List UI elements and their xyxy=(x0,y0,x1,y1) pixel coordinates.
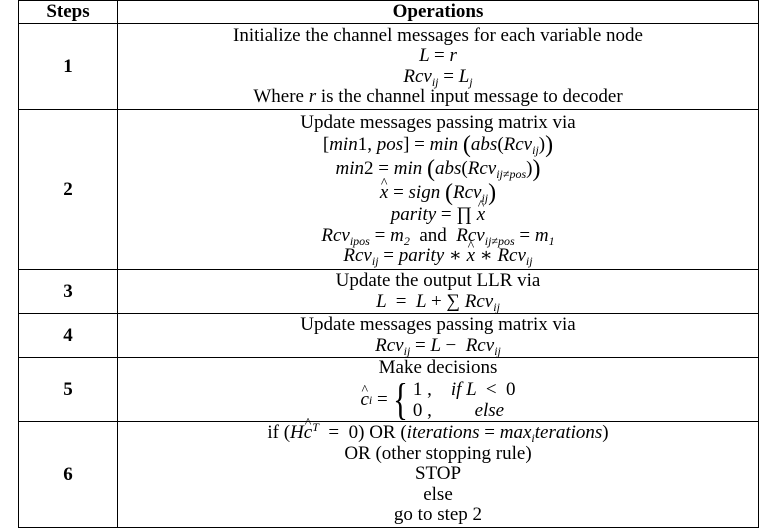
operation-line: L = r xyxy=(419,45,457,66)
operation-line: [min1, pos] = min (abs(Rcvij)) xyxy=(322,132,554,158)
operation-line: Initialize the channel messages for each… xyxy=(233,24,643,46)
operations-column-header: Operations xyxy=(117,0,759,24)
table-row: 5 Make decisions ci = { 1 , if L < 0 0 ,… xyxy=(18,357,759,422)
operation-line: Rcvipos = m2 and Rcvij≠pos = m1 xyxy=(321,224,555,248)
table-row: 1 Initialize the channel messages for ea… xyxy=(18,23,759,110)
operation-line: else xyxy=(423,483,453,505)
operation-line: Make decisions xyxy=(378,357,498,379)
algorithm-steps-table: Steps Operations 1 Initialize the channe… xyxy=(18,0,759,528)
operation-line: Rcvij = parity ∗ x ∗ Rcvij xyxy=(118,237,758,267)
table-row: 3 Update the output LLR via L = L + ∑ Rc… xyxy=(18,269,759,314)
step-operations: Make decisions ci = { 1 , if L < 0 0 , e… xyxy=(117,357,759,422)
decision-cases: ci = { 1 , if L < 0 0 , else xyxy=(360,377,515,421)
step-operations: Update messages passing matrix via Rcvij… xyxy=(117,313,759,358)
step-number: 6 xyxy=(18,421,118,528)
operation-line: Update messages passing matrix via xyxy=(300,111,576,133)
step-operations: Update the output LLR via L = L + ∑ Rcvi… xyxy=(117,269,759,314)
step-number: 5 xyxy=(18,357,118,422)
step-operations: Update messages passing matrix via [min1… xyxy=(117,109,759,270)
operation-line: STOP xyxy=(414,463,462,485)
operation-line: ci = { 1 , if L < 0 0 , else xyxy=(118,377,758,421)
table-row: 6 if (HcT = 0) OR (iterations = maxitera… xyxy=(18,414,759,528)
step-number: 3 xyxy=(18,269,118,314)
step-number: 4 xyxy=(18,313,118,358)
operation-line: if (HcT = 0) OR (iterations = maxiterati… xyxy=(118,414,758,444)
step-operations: Initialize the channel messages for each… xyxy=(117,23,759,110)
operation-line: Where r is the channel input message to … xyxy=(253,86,623,107)
operation-line: Update the output LLR via xyxy=(335,270,541,291)
table-row: 4 Update messages passing matrix via Rcv… xyxy=(18,313,759,358)
operation-line: min2 = min (abs(Rcvij≠pos)) xyxy=(335,156,541,182)
operation-line: parity = ∏ x xyxy=(118,196,758,226)
step-number: 2 xyxy=(18,109,118,270)
table-row: 2 Update messages passing matrix via [mi… xyxy=(18,109,759,270)
operation-line: Rcvij = Lj xyxy=(403,65,473,89)
operation-line: L = L + ∑ Rcvij xyxy=(376,290,500,314)
algorithm-table-container: Steps Operations 1 Initialize the channe… xyxy=(18,0,759,528)
steps-column-header: Steps xyxy=(18,0,118,24)
operation-line: Update messages passing matrix via xyxy=(300,314,576,335)
operation-line: OR (other stopping rule) xyxy=(344,442,532,464)
operation-line: go to step 2 xyxy=(393,504,483,526)
step-number: 1 xyxy=(18,23,118,110)
step-operations: if (HcT = 0) OR (iterations = maxiterati… xyxy=(117,414,759,528)
operation-line: Rcvij = L − Rcvij xyxy=(375,334,501,358)
operation-line: x = sign (Rcvij) xyxy=(118,172,758,205)
table-header-row: Steps Operations xyxy=(18,0,759,24)
